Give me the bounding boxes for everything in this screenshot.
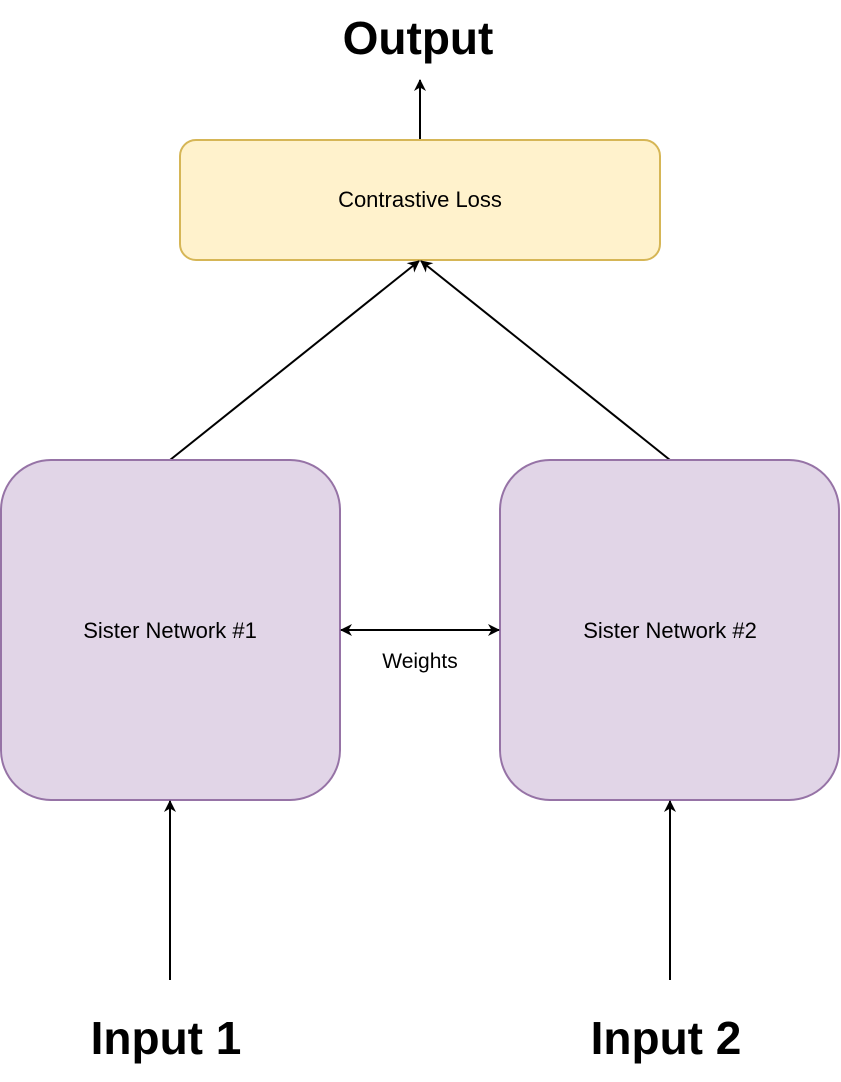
sister-network-2-node: Sister Network #2 bbox=[499, 459, 840, 801]
contrastive-loss-label: Contrastive Loss bbox=[338, 187, 502, 212]
input-1-label: Input 1 bbox=[91, 1012, 242, 1064]
sister-network-2-label: Sister Network #2 bbox=[583, 618, 757, 643]
sister-network-1-node: Sister Network #1 bbox=[0, 459, 341, 801]
network1-to-loss-arrow bbox=[169, 260, 420, 461]
network2-to-loss-arrow bbox=[420, 260, 671, 461]
output-label: Output bbox=[343, 12, 494, 64]
contrastive-loss-box bbox=[179, 139, 661, 261]
sister-network-1-label: Sister Network #1 bbox=[83, 618, 257, 643]
weights-label: Weights bbox=[382, 650, 457, 673]
input-2-label: Input 2 bbox=[591, 1012, 742, 1064]
contrastive-loss-node: Contrastive Loss bbox=[179, 139, 661, 261]
